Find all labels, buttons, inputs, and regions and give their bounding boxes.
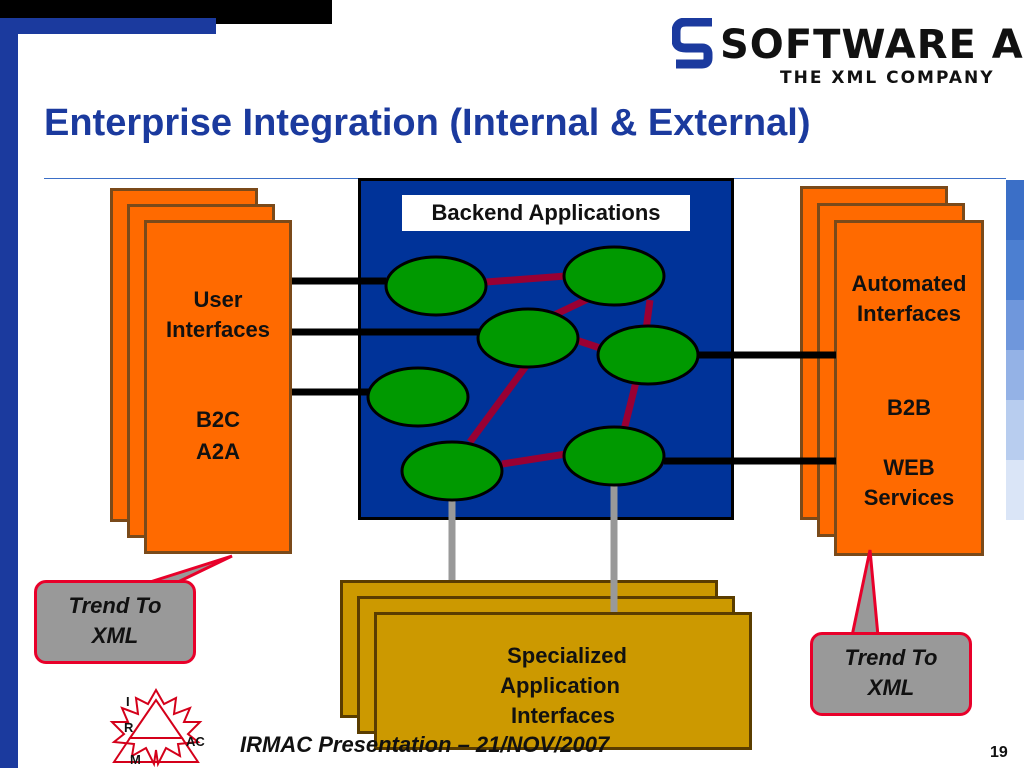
page-number: 19 [990,744,1008,761]
red-link-5 [467,363,529,445]
bottom-card-front: Specialized Application Interfaces [374,612,752,750]
left-card-front: User Interfaces B2C A2A [144,220,292,554]
irmac-letter-m: M [130,752,141,767]
red-link-4 [574,336,602,352]
left-card-line4: A2A [195,439,240,464]
callout-right-pointer [850,549,880,638]
irmac-letter-r: R [124,720,134,735]
red-link-1 [485,272,567,286]
right-stripe-3 [1006,300,1024,350]
bottom-card-line2: Application [500,673,620,698]
left-card-line2: Interfaces [166,317,270,342]
red-link-7 [501,450,567,468]
node-7 [562,425,666,487]
slide-title: Enterprise Integration (Internal & Exter… [44,102,811,144]
top-bar-blue [0,18,216,34]
right-card-line3: B2B [886,395,931,420]
node-3 [476,307,580,369]
right-stripe-4 [1006,350,1024,400]
irmac-letter-ac: AC [186,734,205,749]
bottom-card-line3: Interfaces [511,703,615,728]
node-6 [400,440,504,502]
left-bar-blue [0,30,18,768]
right-stripe-5 [1006,400,1024,460]
backend-label: Backend Applications [402,195,690,231]
software-ag-logo-word: SOFTWARE AG [720,22,1024,68]
irmac-logo: I R AC M [109,687,205,768]
software-ag-logo-mark [672,18,713,69]
node-5 [366,366,470,428]
right-card-line5: Services [863,485,955,510]
right-stripe-2 [1006,240,1024,300]
callout-right: Trend To XML [810,632,972,716]
right-stripe-1 [1006,180,1024,240]
red-link-6 [620,381,640,431]
node-1 [384,255,488,317]
callout-left-line2: XML [91,623,139,648]
irmac-letter-i: I [126,694,130,709]
left-card-line1: User [193,287,243,312]
callout-left: Trend To XML [34,580,196,664]
callout-right-line2: XML [867,675,915,700]
left-card-line3: B2C [195,407,240,432]
callout-right-line1: Trend To [844,645,938,670]
footer-text: IRMAC Presentation – 21/NOV/2007 [240,732,610,757]
right-card-line1: Automated [851,271,967,296]
right-card-front: Automated Interfaces B2B WEB Services [834,220,984,556]
node-2 [562,245,666,307]
node-4 [596,324,700,386]
callout-left-line1: Trend To [68,593,162,618]
right-card-line4: WEB [883,455,935,480]
callout-left-pointer [149,554,233,584]
right-card-line2: Interfaces [857,301,961,326]
software-ag-tagline: THE XML COMPANY [780,68,995,88]
bottom-card-line1: Specialized [507,643,627,668]
right-stripe-6 [1006,460,1024,520]
